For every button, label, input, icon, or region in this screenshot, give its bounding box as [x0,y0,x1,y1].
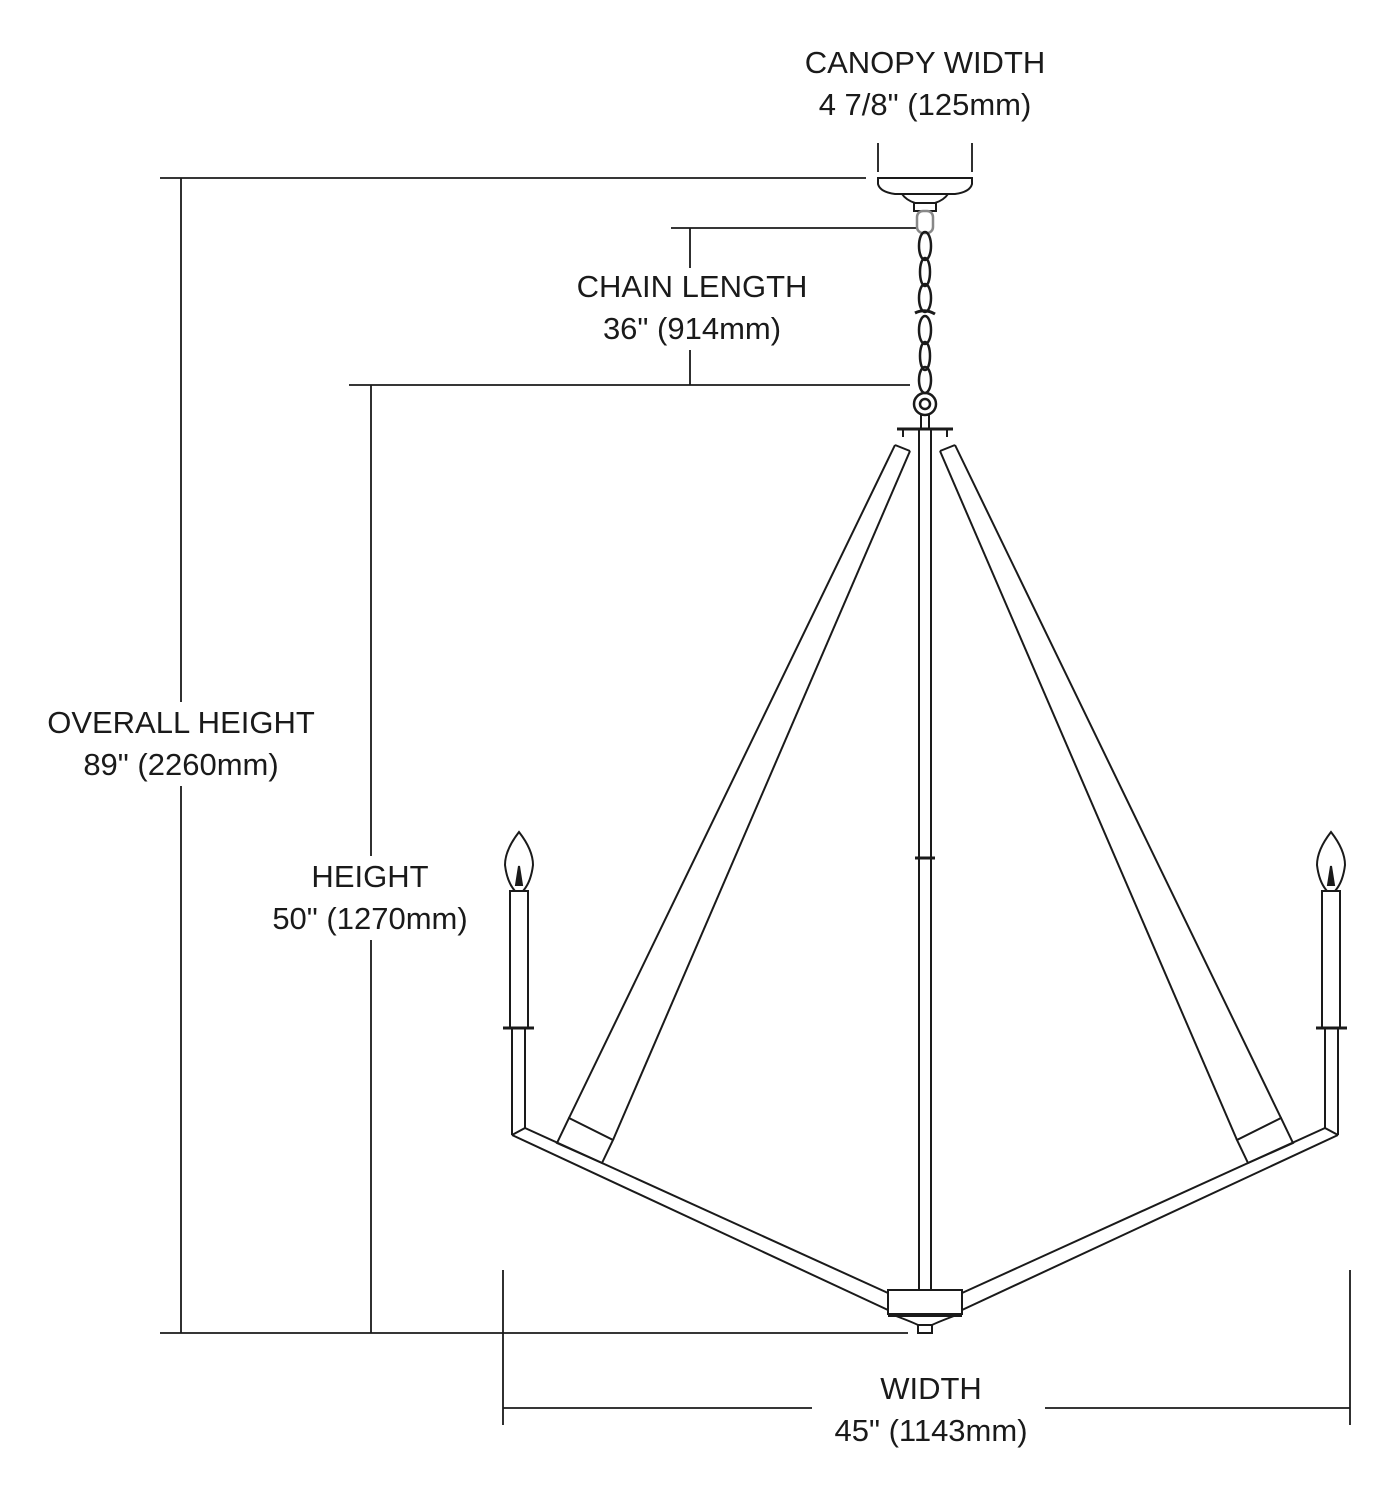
bottom-hub [887,1289,963,1334]
label-value: 89" (2260mm) [83,747,279,782]
label-title: CHAIN LENGTH [576,269,808,304]
width-label: WIDTH 45" (1143mm) [834,1368,1027,1452]
left-candle-arm [503,830,889,1311]
label-title: OVERALL HEIGHT [47,705,315,740]
right-candle-arm [961,830,1347,1311]
height-label: HEIGHT 50" (1270mm) [272,856,468,940]
label-value: 36" (914mm) [602,311,782,346]
left-support-arm [555,444,911,1165]
right-support-arm [939,444,1295,1165]
label-value: 4 7/8" (125mm) [818,87,1032,122]
canopy-width-label: CANOPY WIDTH 4 7/8" (125mm) [805,42,1046,126]
canopy [877,177,973,212]
center-rod [915,430,935,1290]
chain-length-label: CHAIN LENGTH 36" (914mm) [577,266,808,350]
chain [912,209,938,417]
overall-height-label: OVERALL HEIGHT 89" (2260mm) [47,702,315,786]
label-title: HEIGHT [311,859,429,894]
label-title: WIDTH [880,1371,982,1406]
label-value: 45" (1143mm) [834,1413,1028,1448]
top-plate [897,414,953,437]
label-title: CANOPY WIDTH [804,45,1046,80]
label-value: 50" (1270mm) [272,901,468,936]
